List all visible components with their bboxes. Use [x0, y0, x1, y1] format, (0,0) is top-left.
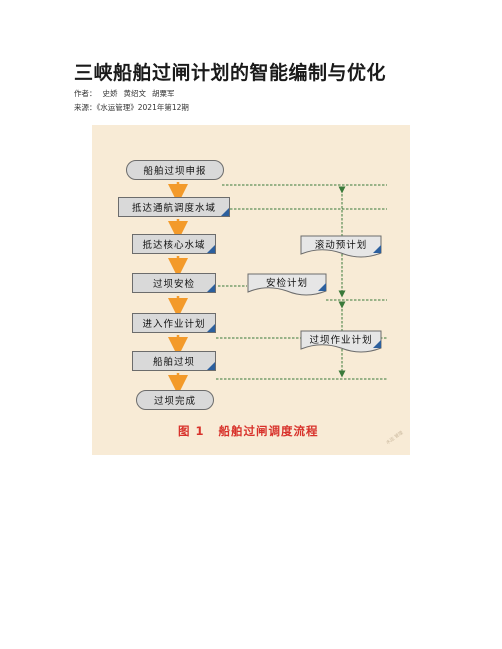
corner-marker	[207, 362, 215, 370]
author-name: 胡粟军	[152, 89, 175, 98]
corner-marker	[207, 324, 215, 332]
flowchart-figure: 船舶过坝申报 抵达通航调度水域 抵达核心水域 过坝安检 进入作业计划 船舶过坝 …	[92, 125, 410, 455]
step-security-check: 过坝安检	[132, 273, 216, 293]
corner-marker	[207, 245, 215, 253]
caption-text: 船舶过闸调度流程	[218, 424, 319, 438]
step-enter-operation-plan: 进入作业计划	[132, 313, 216, 333]
figure-caption: 图 1 船舶过闸调度流程	[178, 423, 319, 439]
step-vessel-application: 船舶过坝申报	[126, 160, 224, 180]
step-vessel-passing: 船舶过坝	[132, 351, 216, 371]
document-shape	[247, 273, 327, 296]
doc-rolling-preplan: 滚动预计划	[300, 235, 382, 258]
authors-label: 作者：	[74, 89, 97, 98]
corner-marker	[207, 284, 215, 292]
caption-number: 图 1	[178, 424, 205, 438]
author-name: 黄绍文	[123, 89, 147, 98]
doc-passing-operation-plan: 过坝作业计划	[300, 330, 382, 353]
corner-marker	[221, 208, 229, 216]
article-authors: 作者： 史娇黄绍文胡粟军	[74, 88, 181, 99]
author-name: 史娇	[102, 89, 118, 98]
step-arrive-dispatch-area: 抵达通航调度水域	[118, 197, 230, 217]
article-title: 三峡船舶过闸计划的智能编制与优化	[74, 62, 387, 84]
step-passing-complete: 过坝完成	[136, 390, 214, 410]
step-arrive-core-area: 抵达核心水域	[132, 234, 216, 254]
doc-security-plan: 安检计划	[247, 273, 327, 296]
article-source: 来源：《水运管理》2021年第12期	[74, 103, 189, 112]
